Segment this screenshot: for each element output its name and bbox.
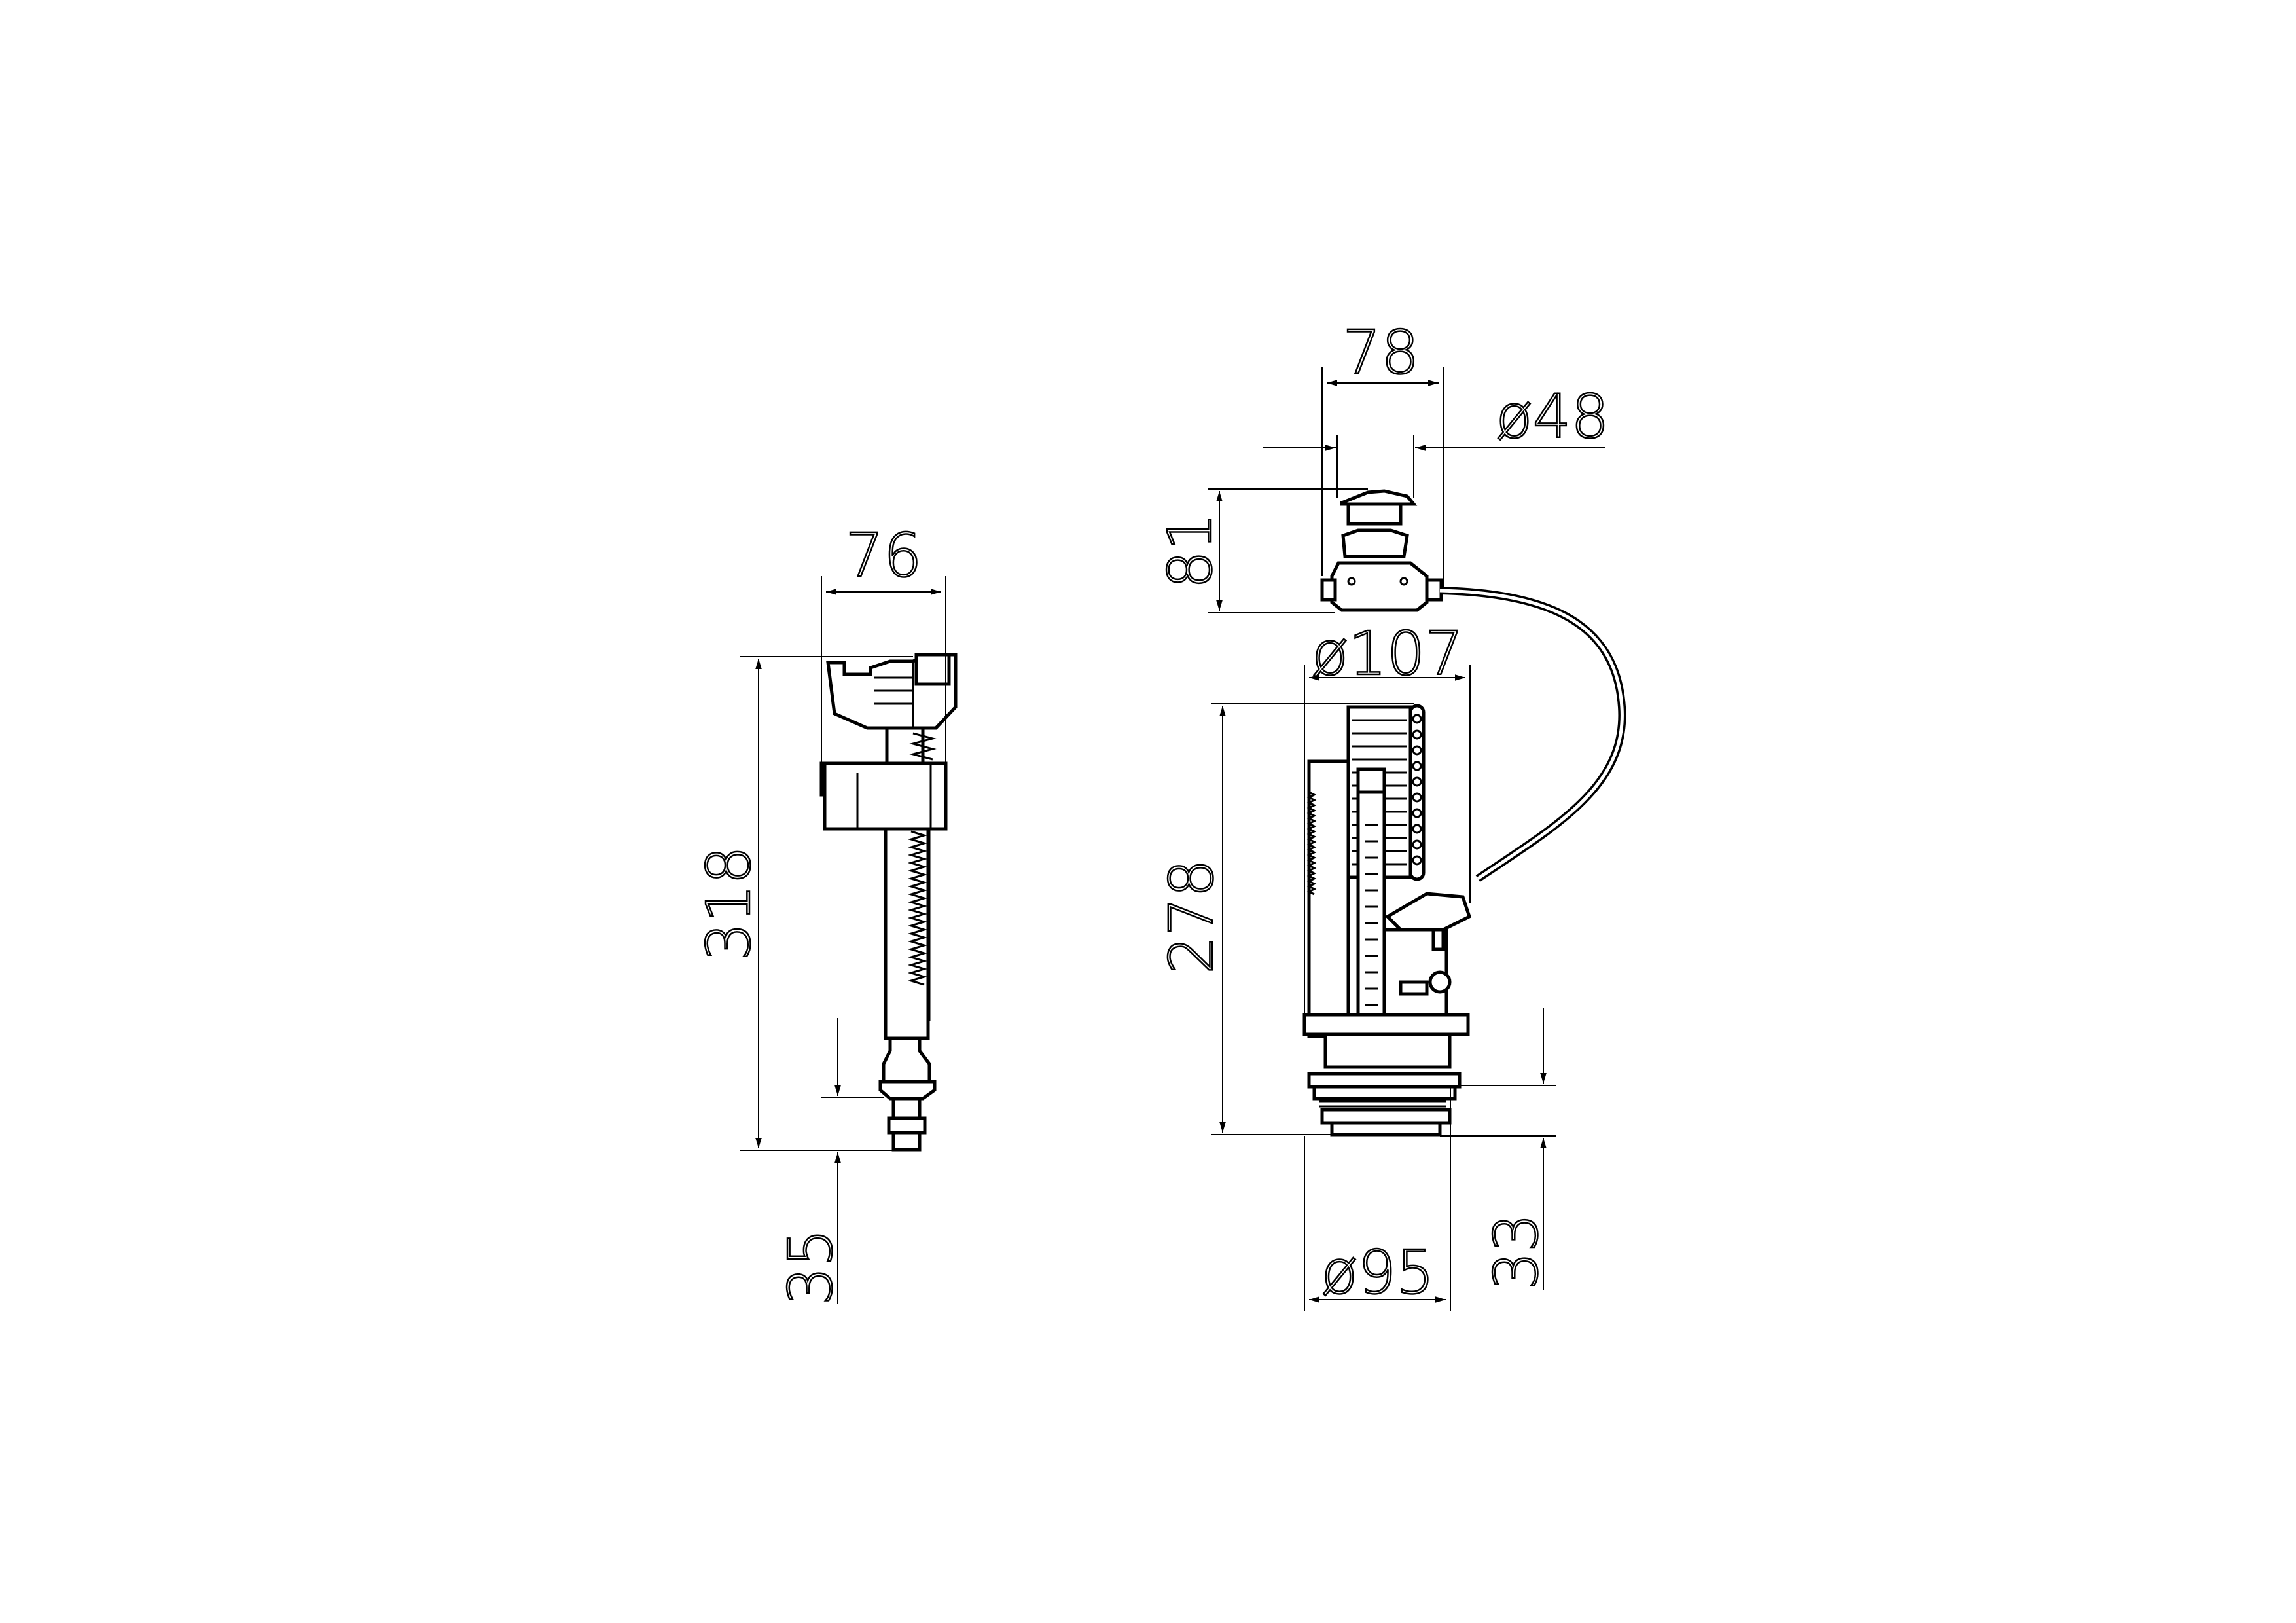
fill-valve — [819, 653, 958, 1152]
dim-78: 78 — [1342, 318, 1419, 388]
dim-81: 81 — [1155, 512, 1225, 589]
dim-318: 318 — [694, 846, 764, 961]
dim-76: 76 — [845, 520, 922, 591]
dim-35: 35 — [776, 1228, 846, 1305]
dim-33: 33 — [1481, 1213, 1551, 1290]
fill-valve-dimensions: 76 318 35 — [693, 520, 946, 1306]
flush-valve-body — [1302, 704, 1472, 1137]
push-button — [1320, 489, 1443, 612]
flush-valve-dimensions: 78 ø48 81 ø107 278 33 ø95 — [1155, 317, 1610, 1311]
dim-278: 278 — [1157, 859, 1227, 974]
dim-diameter-107: ø107 — [1312, 619, 1463, 689]
dim-diameter-95: ø95 — [1321, 1237, 1434, 1307]
dim-diameter-48: ø48 — [1496, 382, 1609, 452]
cable — [1439, 587, 1626, 882]
